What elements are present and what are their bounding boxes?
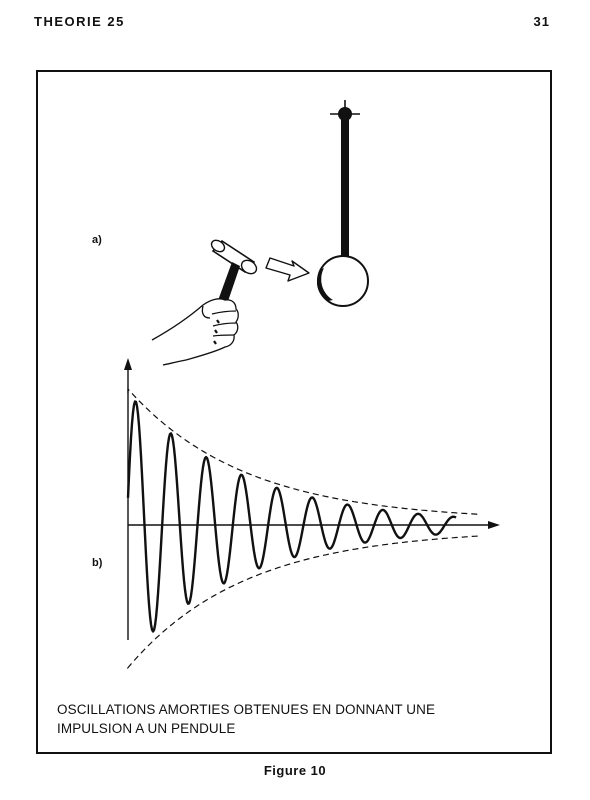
impulse-arrow bbox=[265, 257, 310, 282]
upper-envelope bbox=[127, 387, 481, 515]
caption-line-2: IMPULSION A UN PENDULE bbox=[57, 721, 236, 736]
x-axis-arrowhead bbox=[488, 521, 500, 529]
page-number: 31 bbox=[533, 14, 550, 29]
hammer-icon bbox=[210, 239, 258, 310]
hammer-handle bbox=[216, 262, 240, 310]
oscillation-graph bbox=[124, 358, 500, 670]
part-a-label: a) bbox=[92, 234, 102, 246]
y-axis-arrowhead bbox=[124, 358, 132, 370]
chapter-title: THEORIE 25 bbox=[34, 14, 125, 29]
figure-frame bbox=[36, 70, 552, 754]
damped-wave bbox=[126, 400, 457, 633]
pivot-point bbox=[338, 107, 352, 121]
bob-shadow bbox=[317, 268, 333, 301]
figure-caption: OSCILLATIONS AMORTIES OBTENUES EN DONNAN… bbox=[57, 700, 527, 738]
bob-shading bbox=[316, 266, 332, 303]
pendulum bbox=[316, 100, 369, 307]
caption-line-1: OSCILLATIONS AMORTIES OBTENUES EN DONNAN… bbox=[57, 702, 436, 717]
pendulum-rod bbox=[341, 118, 349, 258]
part-b-label: b) bbox=[92, 557, 103, 569]
figure-number: Figure 10 bbox=[263, 763, 327, 778]
hand-icon bbox=[151, 298, 239, 366]
